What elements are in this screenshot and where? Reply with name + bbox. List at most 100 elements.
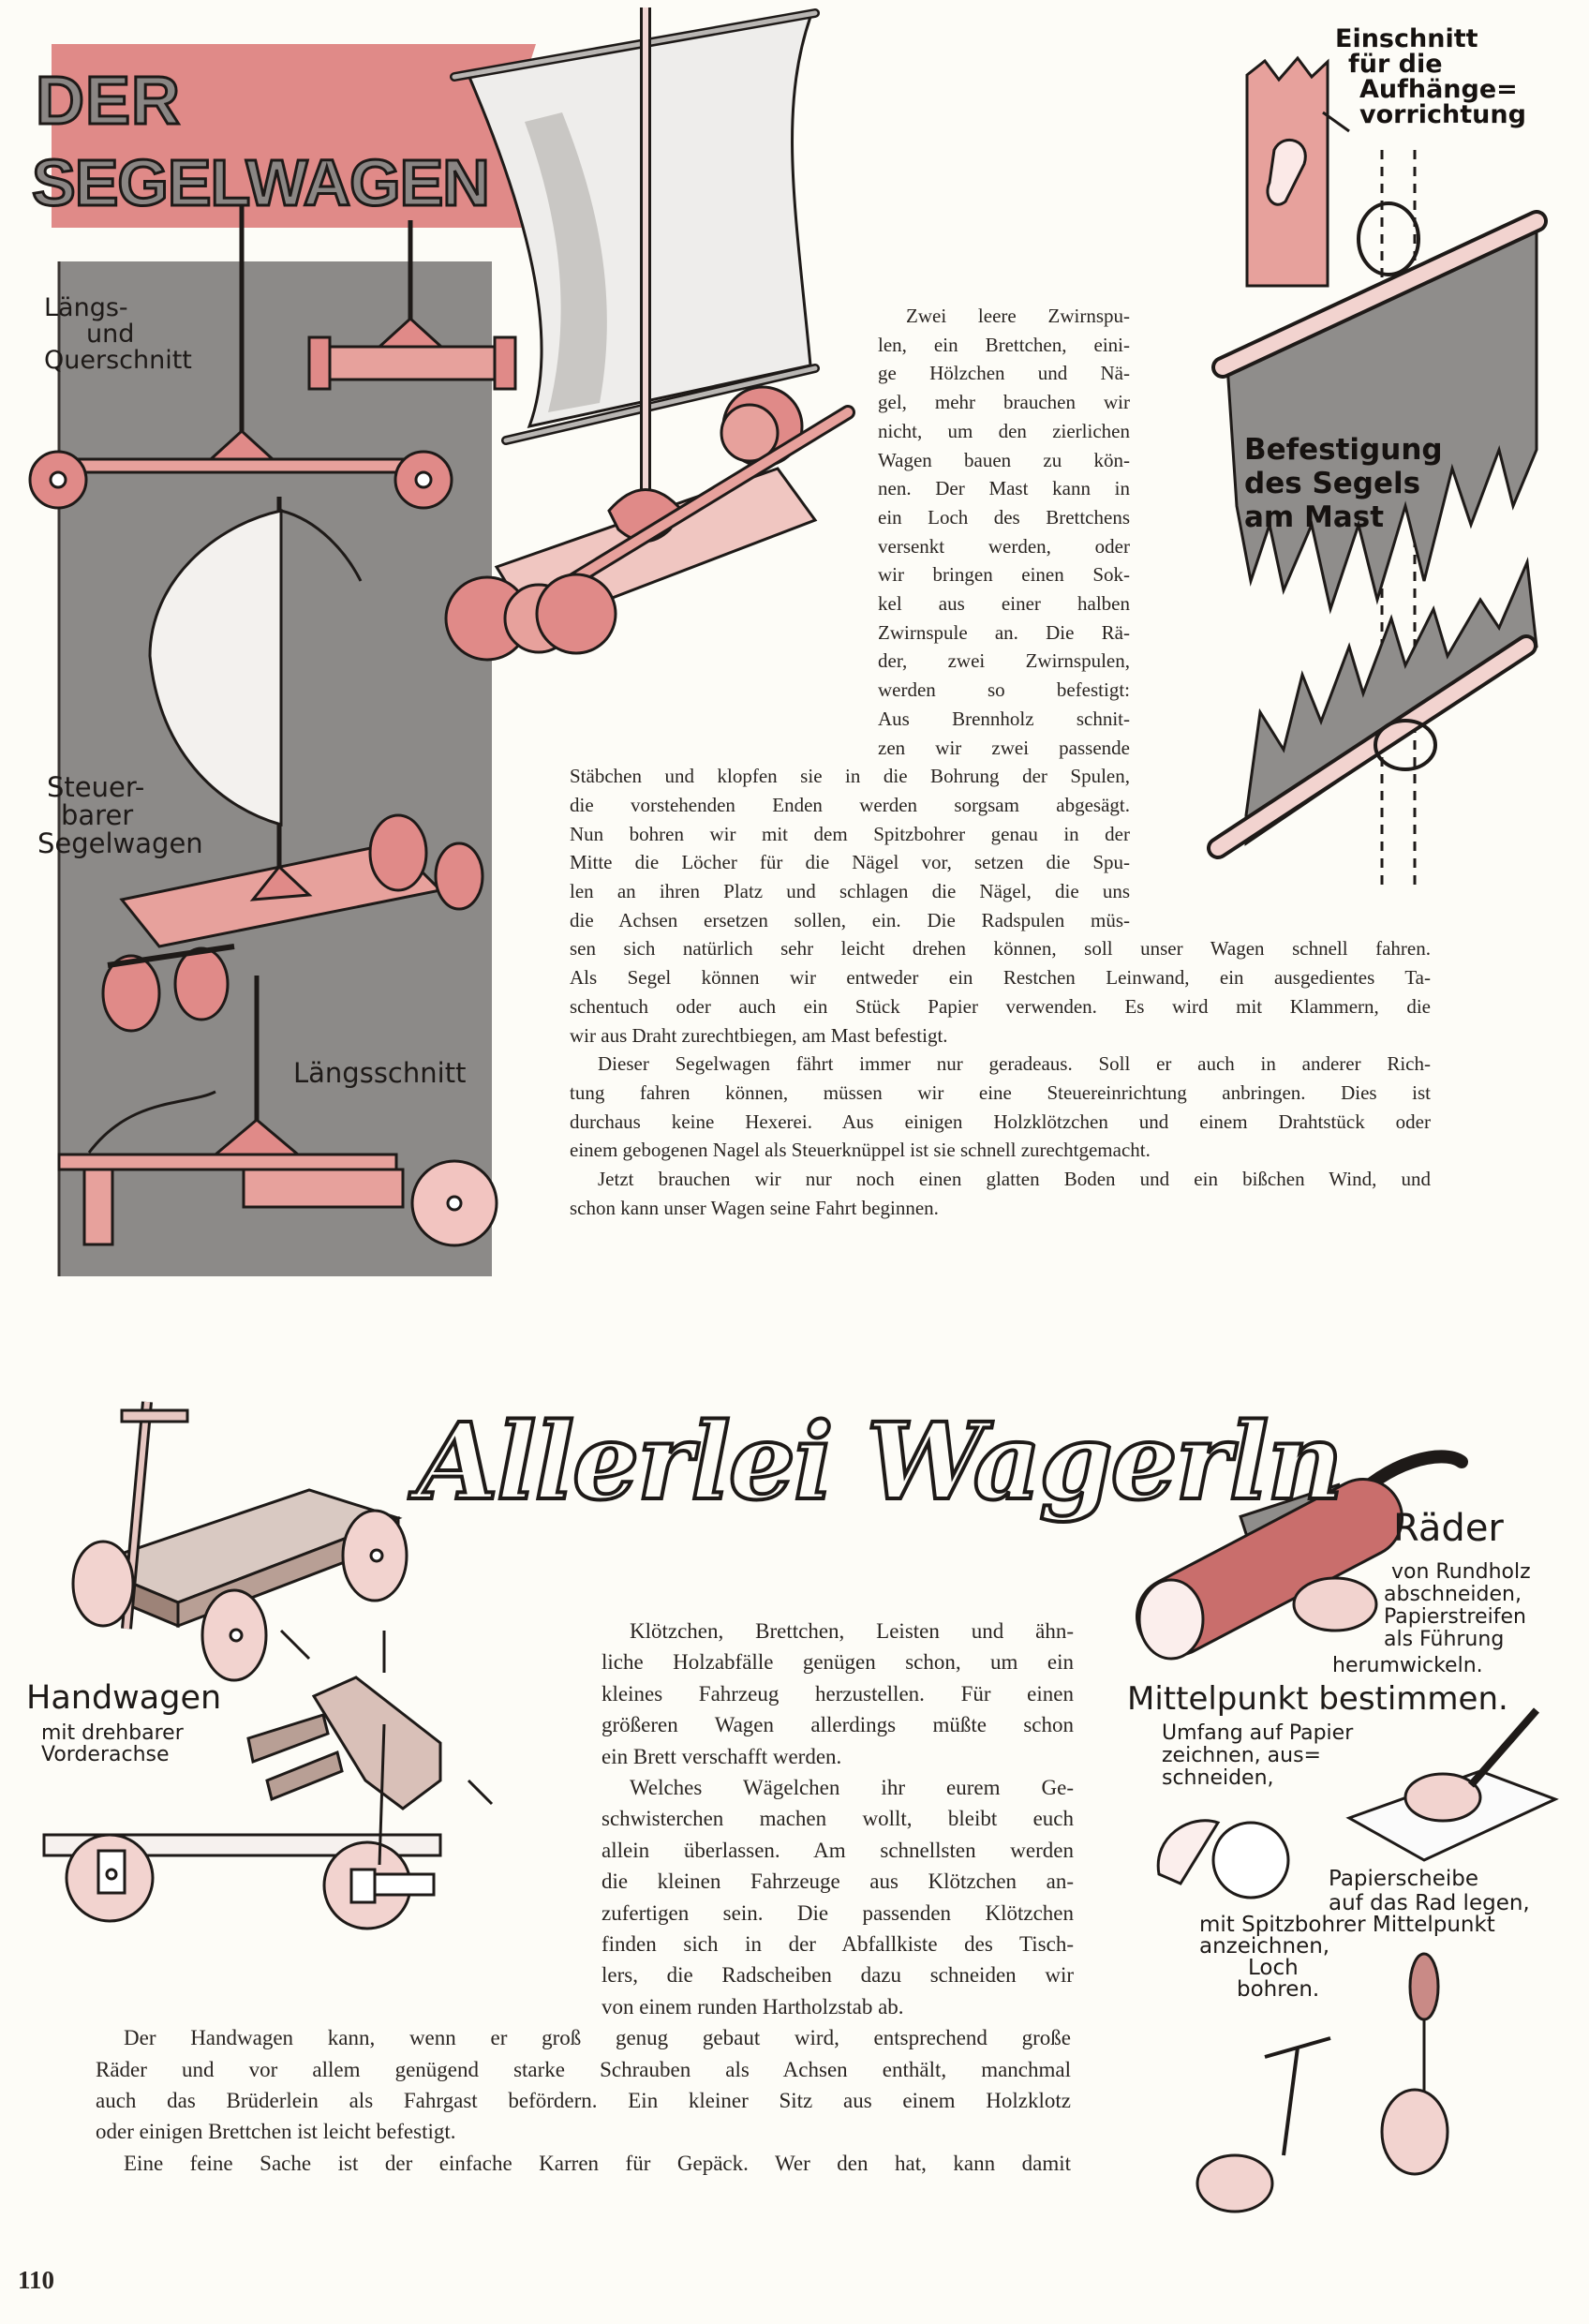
- text-line: Klötzchen, Brettchen, Leisten und ähn-: [630, 1619, 1074, 1643]
- label-line: Längs-: [44, 293, 128, 322]
- label-line: bohren.: [1237, 1977, 1320, 2002]
- label-line: anzeichnen,: [1199, 1934, 1330, 1959]
- text-line: liche Holzabfälle genügen schon, um ein: [601, 1650, 1074, 1675]
- text-line: die kleinen Fahrzeuge aus Klötzchen an-: [601, 1870, 1074, 1894]
- label-line: barer: [61, 799, 134, 831]
- text-line: Nun bohren wir mit dem Spitzbohrer genau…: [570, 822, 1130, 845]
- label-line: Umfang auf Papier: [1162, 1721, 1354, 1745]
- label-befestigung: Befestigung des Segels am Mast: [1244, 433, 1443, 534]
- text-line: die vorstehenden Enden werden sorgsam ab…: [570, 793, 1130, 816]
- text-line: lers, die Radscheiben dazu schneiden wir: [601, 1963, 1074, 1988]
- text-line: einem gebogenen Nagel als Steuerknüppel …: [570, 1139, 1151, 1162]
- label-line: Segelwagen: [37, 827, 203, 859]
- label-raeder-sub: von Rundholz abschneiden, Papierstreifen…: [1384, 1561, 1531, 1651]
- text-line: nicht, um den zierlichen: [878, 419, 1130, 442]
- text-line: tung fahren können, müssen wir eine Steu…: [570, 1080, 1431, 1104]
- title-banner: [52, 44, 536, 228]
- label-line: abschneiden,: [1384, 1583, 1522, 1606]
- text-line: ein Loch des Brettchens: [878, 505, 1130, 529]
- sail-wagon-drawing: [444, 7, 855, 662]
- text-line: Zwirnspule an. Die Rä-: [878, 620, 1130, 644]
- cross-section-drawing: [28, 205, 517, 510]
- label-line: für die: [1348, 50, 1443, 79]
- title-segelwagen: SEGELWAGEN: [31, 146, 492, 219]
- label-line: Befestigung: [1244, 433, 1443, 467]
- label-umfang: Umfang auf Papier zeichnen, aus= schneid…: [1162, 1722, 1353, 1790]
- label-spitzbohrer: mit Spitzbohrer Mittelpunkt anzeichnen, …: [1199, 1914, 1495, 2001]
- text-line: nen. Der Mast kann in: [878, 477, 1130, 500]
- label-raeder: Räder: [1393, 1507, 1504, 1550]
- label-laengs-querschnitt: Längs- und Querschnitt: [44, 295, 192, 374]
- text-line: ge Hölzchen und Nä-: [878, 362, 1130, 385]
- text-line: Eine feine Sache ist der einfache Karren…: [124, 2151, 1071, 2175]
- text-line: zufertigen sein. Die passenden Klötzchen: [601, 1900, 1074, 1925]
- text-line: len, ein Brettchen, eini-: [878, 333, 1130, 356]
- text-line: von einem runden Hartholzstab ab.: [601, 1994, 904, 2019]
- label-line: Querschnitt: [44, 346, 192, 375]
- steerable-sail-wagon-drawing: [101, 497, 484, 1033]
- label-laengsschnitt: Längsschnitt: [293, 1057, 467, 1089]
- label-line: Papierscheibe: [1329, 1867, 1479, 1891]
- text-line: der, zwei Zwirnspulen,: [878, 649, 1130, 673]
- label-handwagen-sub: mit drehbarer Vorderachse: [41, 1722, 184, 1765]
- text-line: durchaus keine Hexerei. Aus einigen Holz…: [570, 1110, 1431, 1133]
- label-line: auf das Rad legen,: [1329, 1891, 1530, 1915]
- text-line: allein überlassen. Am schnellsten werden: [601, 1838, 1074, 1862]
- title-der: DER: [34, 64, 182, 139]
- label-herumwickeln: herumwickeln.: [1332, 1654, 1483, 1677]
- label-handwagen: Handwagen: [26, 1679, 222, 1717]
- label-steuerbarer-segelwagen: Steuer- barer Segelwagen: [37, 773, 203, 857]
- text-line: finden sich in der Abfallkiste des Tisch…: [601, 1932, 1074, 1956]
- text-line: versenkt werden, oder: [878, 534, 1130, 558]
- text-line: Wagen bauen zu kön-: [878, 448, 1130, 471]
- sail-attachment-drawing: [1207, 55, 1548, 886]
- text-line: auch das Brüderlein als Fahrgast beförde…: [96, 2089, 1071, 2112]
- label-mittelpunkt-bestimmen: Mittelpunkt bestimmen.: [1127, 1680, 1508, 1718]
- text-line: Der Handwagen kann, wenn er groß genug g…: [124, 2026, 1071, 2050]
- text-line: Zwei leere Zwirnspu-: [906, 305, 1130, 327]
- label-line: zeichnen, aus=: [1162, 1744, 1321, 1767]
- text-line: kel aus einer halben: [878, 592, 1130, 615]
- text-line: schon kann unser Wagen seine Fahrt begin…: [570, 1196, 939, 1219]
- text-line: Dieser Segelwagen fährt immer nur gerade…: [598, 1052, 1431, 1076]
- label-line: schneiden,: [1162, 1766, 1274, 1790]
- text-line: wir aus Draht zurechtbiegen, am Mast bef…: [570, 1023, 948, 1047]
- label-line: Papierstreifen: [1384, 1605, 1526, 1629]
- text-line: kleines Fahrzeug herzustellen. Für einen: [601, 1681, 1074, 1706]
- text-line: Mitte die Löcher für die Nägel vor, setz…: [570, 851, 1130, 874]
- label-line: Einschnitt: [1335, 24, 1478, 53]
- text-line: werden so befestigt:: [878, 678, 1130, 702]
- label-line: Loch: [1248, 1956, 1299, 1980]
- text-line: schentuch oder auch ein Stück Papier ver…: [570, 994, 1431, 1018]
- label-einschnitt: Einschnitt für die Aufhänge= vorrichtung: [1335, 26, 1526, 127]
- text-line: gel, mehr brauchen wir: [878, 391, 1130, 414]
- page-number: 110: [18, 2266, 55, 2294]
- label-papierscheibe: Papierscheibe auf das Rad legen,: [1329, 1867, 1530, 1915]
- text-line: Welches Wägelchen ihr eurem Ge-: [630, 1776, 1074, 1799]
- title-allerlei-wagerln: Allerlei Wagerln: [415, 1401, 1345, 1524]
- label-line: mit Spitzbohrer Mittelpunkt: [1199, 1913, 1495, 1937]
- label-line: Steuer-: [47, 771, 145, 803]
- text-line: schwisterchen machen wollt, bleibt euch: [601, 1807, 1074, 1831]
- text-line: wir bringen einen Sok-: [878, 563, 1130, 587]
- label-line: Vorderachse: [41, 1743, 170, 1766]
- label-line: als Führung: [1384, 1628, 1505, 1651]
- text-line: len an ihren Platz und schlagen die Näge…: [570, 880, 1130, 902]
- text-line: ein Brett verschafft werden.: [601, 1744, 842, 1768]
- label-line: von Rundholz: [1391, 1560, 1531, 1584]
- longitudinal-section-drawing: [57, 976, 498, 1247]
- text-line: Jetzt brauchen wir nur noch einen glatte…: [598, 1168, 1431, 1190]
- text-line: Räder und vor allem genügend starke Schr…: [96, 2057, 1071, 2081]
- text-line: sen sich natürlich sehr leicht drehen kö…: [570, 937, 1431, 961]
- text-line: oder einigen Brettchen ist leicht befest…: [96, 2120, 456, 2144]
- label-line: Aufhänge=: [1359, 75, 1518, 104]
- label-line: und: [86, 320, 135, 349]
- text-line: die Achsen ersetzen sollen, ein. Die Rad…: [570, 908, 1130, 931]
- label-line: vorrichtung: [1359, 100, 1526, 129]
- text-line: Aus Brennholz schnit-: [878, 707, 1130, 730]
- label-line: mit drehbarer: [41, 1721, 184, 1745]
- text-line: größeren Wagen allerdings müßte schon: [601, 1713, 1074, 1737]
- label-line: am Mast: [1244, 500, 1385, 534]
- text-line: Als Segel können wir entweder ein Restch…: [570, 966, 1431, 990]
